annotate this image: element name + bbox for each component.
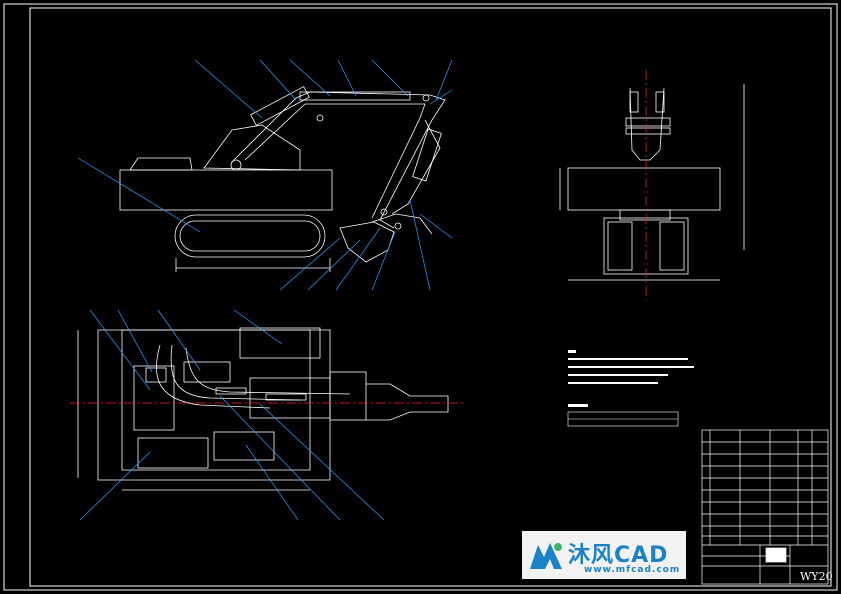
top-view-leaders [79, 309, 385, 521]
boom-top [366, 383, 449, 421]
side-view [119, 86, 446, 272]
boom-inner [244, 103, 426, 219]
bucket-cylinder [412, 128, 442, 182]
boom [231, 91, 446, 229]
bucket-pin [394, 222, 402, 230]
title-block [701, 429, 829, 585]
arm [391, 119, 441, 215]
drawing-code: WY20 [800, 570, 833, 583]
arm-cylinder [299, 91, 411, 101]
watermark-url: www.mfcad.com [584, 565, 681, 575]
counterweight [129, 157, 193, 171]
front-body [567, 167, 721, 211]
engine-block [133, 365, 175, 431]
front-view [559, 84, 745, 281]
radiator [137, 437, 209, 469]
cab [203, 124, 301, 171]
technical-notes [567, 350, 694, 427]
side-view-leaders [77, 59, 453, 291]
arm-pin [380, 208, 388, 216]
bucket-linkage [371, 213, 433, 235]
top-view [77, 327, 449, 491]
outer-frame [3, 3, 838, 591]
cyl-pivot [316, 114, 324, 122]
watermark-brand: 沐风CAD [568, 543, 669, 568]
watermark: 沐风CAD www.mfcad.com [522, 531, 686, 579]
inner-frame [29, 7, 832, 587]
boom-cylinder [250, 86, 310, 126]
track-assembly [174, 214, 326, 258]
front-boom [629, 87, 665, 161]
boom-pivot [230, 159, 242, 171]
boom-tip-pin [422, 94, 430, 102]
valve-bank [183, 361, 231, 383]
bucket [339, 221, 395, 263]
cab-top [239, 327, 321, 359]
track-inner [179, 220, 321, 252]
watermark-logo-icon [530, 543, 562, 569]
upper-body [119, 169, 333, 211]
